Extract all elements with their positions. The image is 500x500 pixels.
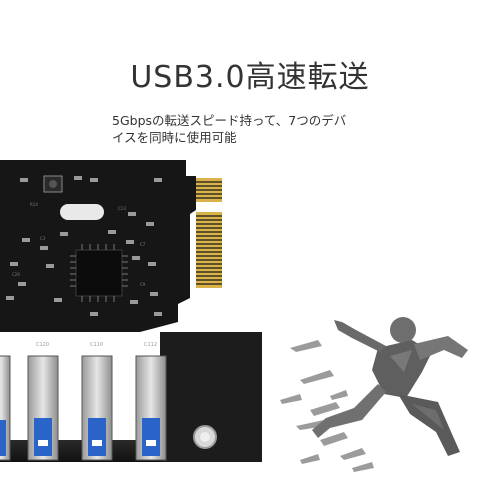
sprinter-figure-icon xyxy=(280,317,468,472)
usb-port xyxy=(0,355,11,461)
feature-description-line-2: イスを同時に使用可能 xyxy=(112,130,237,145)
usb-ports xyxy=(0,355,167,461)
svg-text:C13: C13 xyxy=(118,206,126,211)
svg-text:C9: C9 xyxy=(140,282,146,287)
runner-head xyxy=(390,317,416,343)
controller-chip xyxy=(75,249,123,297)
speed-streaks xyxy=(280,340,374,472)
port-label-2: C110 xyxy=(90,342,103,348)
headline: USB3.0高速転送 xyxy=(130,60,370,95)
feature-description: 5Gbpsの転送スピード持って、7つのデバ イスを同時に使用可能 xyxy=(112,112,412,146)
port-label-3: C112 xyxy=(144,342,157,348)
usb-port xyxy=(135,355,167,461)
svg-text:C7: C7 xyxy=(140,242,146,247)
usb-port xyxy=(81,355,113,461)
usb-port xyxy=(27,355,59,461)
smd-components xyxy=(6,175,162,316)
feature-description-line-1: 5Gbpsの転送スピード持って、7つのデバ xyxy=(112,113,347,128)
port-label-1: C120 xyxy=(36,342,49,348)
svg-text:R14: R14 xyxy=(30,202,38,207)
svg-text:C26: C26 xyxy=(12,272,20,277)
svg-text:C3: C3 xyxy=(40,236,46,241)
crystal-oscillator xyxy=(60,204,104,220)
